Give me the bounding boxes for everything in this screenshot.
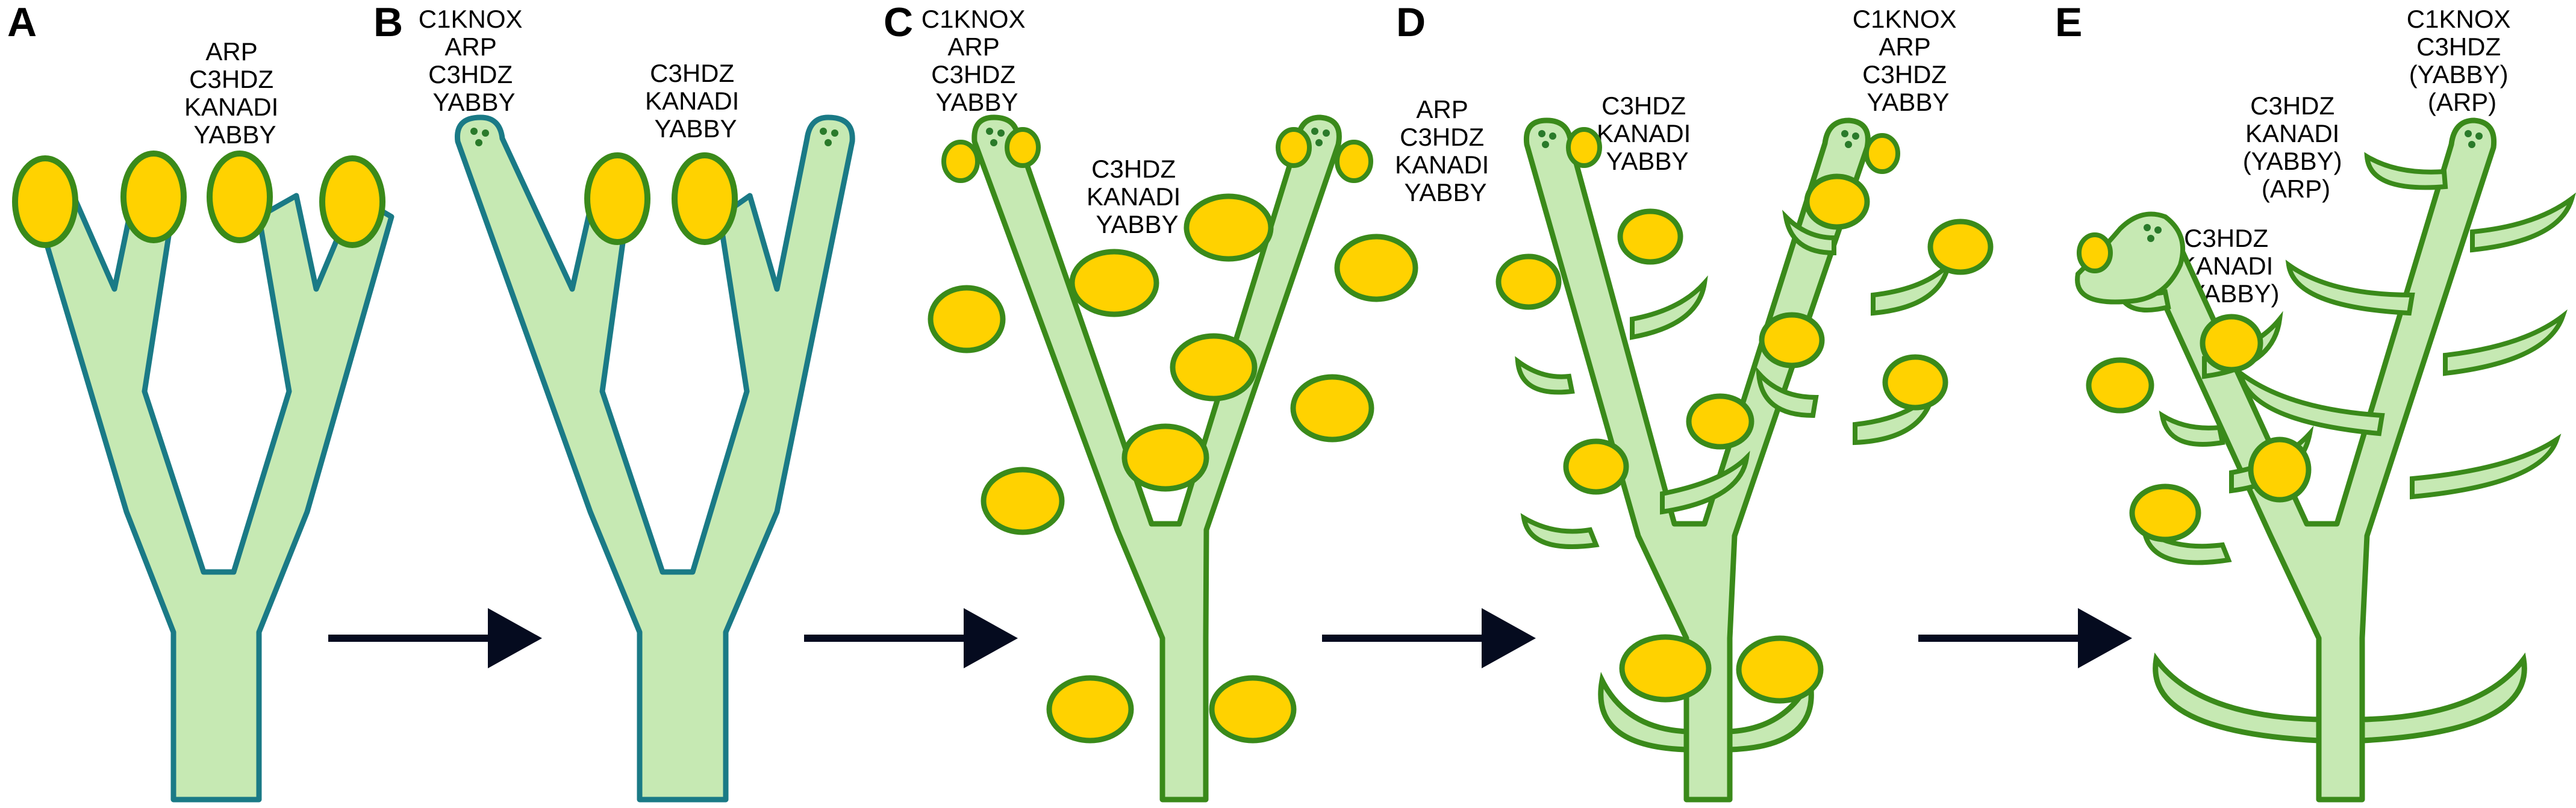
arrow-c-d <box>1322 608 1536 668</box>
leaf-primordium <box>1804 173 1870 230</box>
leaf-primordium <box>2200 314 2263 373</box>
leaf-primordium <box>1290 374 1374 443</box>
leaf <box>2159 410 2225 447</box>
panel-letter-e: E <box>2055 0 2082 45</box>
leaf <box>2410 434 2562 500</box>
leaf-primordium <box>1864 133 1900 174</box>
leaf-primordium <box>2077 232 2113 273</box>
leaf-primordium <box>1121 423 1209 492</box>
arrow-d-e <box>1918 608 2132 668</box>
leaf <box>1871 257 1953 316</box>
basal-leaf <box>1727 671 1814 753</box>
leaf-primordium <box>1209 675 1297 744</box>
arrow-b-c <box>804 608 1018 668</box>
gene-label-d-lateral: C3HDZ KANADI YABBY <box>1597 92 1698 175</box>
gene-label-c-lateral: C3HDZ KANADI YABBY <box>1087 155 1188 238</box>
leaf-primordium <box>584 152 650 245</box>
leaf-primordium <box>1334 234 1418 302</box>
leaf-primordium <box>12 155 78 248</box>
meristem-dots <box>470 128 838 146</box>
leaf-primordium <box>1759 312 1825 368</box>
panel-letter-c: C <box>884 0 913 45</box>
panel-b: B C1KNOX ARP C3HDZ YABBY C3HDZ KANADI YA… <box>373 0 855 803</box>
meristem-dots <box>1538 130 1859 148</box>
gene-label-e-lateral: C3HDZ KANADI (YABBY) (ARP) <box>2243 92 2350 203</box>
leaf-primordium <box>672 152 738 245</box>
panel-e: E C3HDZ KANADI (YABBY) (ARP) C1KNOX C3HD… <box>2055 0 2576 803</box>
panel-letter-b: B <box>373 0 403 45</box>
leaf-primordium <box>207 151 273 243</box>
arrow-a-b <box>328 608 542 668</box>
branched-shoot-c <box>971 114 1342 803</box>
leaf-primordium <box>1005 127 1041 168</box>
leaf <box>2285 259 2415 316</box>
panel-a: A ARP C3HDZ KANADI YABBY <box>7 0 395 803</box>
leaf <box>1756 366 1819 418</box>
gene-label-b-lateral: C3HDZ KANADI YABBY <box>645 59 746 143</box>
leaf <box>1630 275 1708 340</box>
leaf <box>1782 210 1836 256</box>
leaf-primordium <box>941 140 980 183</box>
meristem-dots <box>2144 130 2483 242</box>
leaf <box>2364 152 2448 190</box>
panel-d: D ARP C3HDZ KANADI YABBY C3HDZ KANADI YA… <box>1395 0 1994 803</box>
leaf-primordium <box>1686 393 1754 450</box>
leaf-primordium <box>981 467 1065 535</box>
leaf-primordium <box>2248 437 2312 503</box>
gene-label-c-apex: C1KNOX ARP C3HDZ YABBY <box>922 5 1032 116</box>
leaf-primordium <box>319 155 385 248</box>
basal-leaf <box>2359 652 2527 744</box>
leaf <box>1515 356 1575 395</box>
leaf-primordium <box>1617 208 1683 265</box>
leaf <box>2443 309 2568 376</box>
leaf <box>2470 192 2576 253</box>
gene-label-b-apex: C1KNOX ARP C3HDZ YABBY <box>419 5 529 116</box>
leaf-primordium <box>120 151 187 243</box>
gene-label-a-top: ARP C3HDZ KANADI YABBY <box>184 37 285 149</box>
leaf-primordium <box>2086 357 2154 414</box>
dichotomous-axis-a <box>36 193 395 803</box>
leaf-primordium <box>1563 438 1629 495</box>
panel-letter-d: D <box>1396 0 1426 45</box>
leaf-primordium <box>1566 127 1602 168</box>
leaf-primordium <box>1276 127 1312 168</box>
meristem-dots <box>986 128 1330 146</box>
gene-label-d-apex-right: C1KNOX ARP C3HDZ YABBY <box>1853 5 1963 116</box>
leaf <box>2237 367 2385 437</box>
leaf-primordium <box>2129 483 2201 542</box>
leaf-primordium <box>928 285 1006 353</box>
leaf <box>1660 450 1750 515</box>
gene-label-d-apex-left: ARP C3HDZ KANADI YABBY <box>1395 95 1496 207</box>
branched-shoot-d <box>1523 117 1871 803</box>
leaf-primordium <box>1495 253 1562 310</box>
gene-label-e-apex: C1KNOX C3HDZ (YABBY) (ARP) <box>2407 5 2518 116</box>
dichotomous-axis-b <box>454 114 855 803</box>
leaf <box>1520 513 1600 549</box>
panel-c: C C1KNOX ARP C3HDZ YABBY C3HDZ KANADI YA… <box>884 0 1418 803</box>
leaf-primordium <box>1335 140 1373 183</box>
panel-letter-a: A <box>7 0 37 45</box>
leaf-primordium <box>1882 354 1948 411</box>
leaf-primordium <box>1046 675 1134 744</box>
leaf-primordium <box>1736 635 1824 704</box>
apex-cluster <box>2075 211 2186 305</box>
leaf-primordium <box>1184 193 1274 262</box>
basal-leaf <box>2153 652 2322 744</box>
leaf-primordium <box>1927 219 1994 275</box>
basal-leaf <box>1598 671 1689 753</box>
leaf-primordium <box>1170 333 1258 402</box>
leaf-primordium <box>1069 249 1159 317</box>
leaf-primordium <box>1619 634 1712 703</box>
